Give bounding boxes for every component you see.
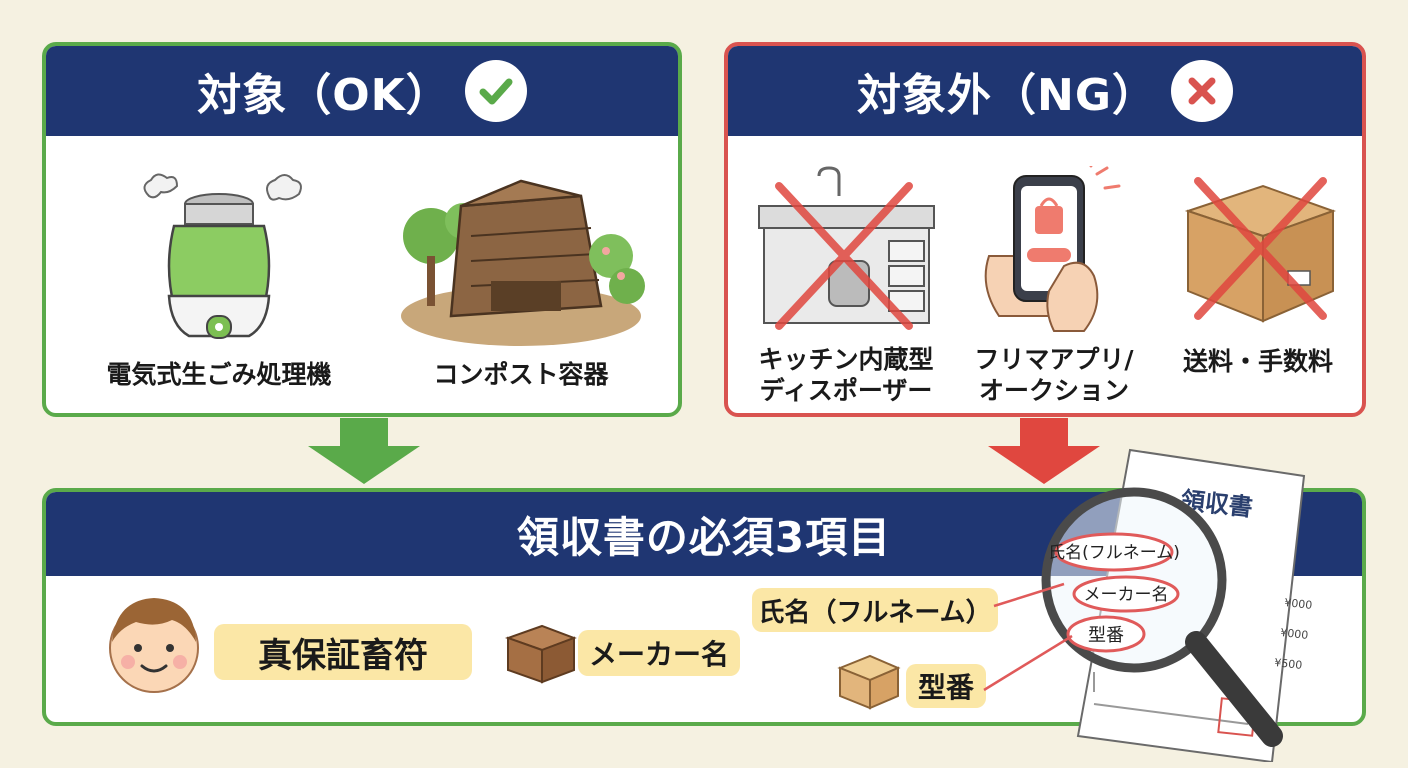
receipt-magnifier-illustration: 領収書 ¥000 ¥000 ¥500 氏名(フルネーム) メーカー名 型番 [1041, 448, 1313, 762]
receipt-field-name: 氏名(フルネーム) [1048, 543, 1180, 563]
kitchen-disposer-icon [757, 166, 935, 330]
maker-box-icon [504, 624, 577, 684]
fullname-pill: 氏名（フルネーム） [752, 588, 998, 632]
smartphone-app-icon [984, 166, 1121, 332]
model-pill: 型番 [906, 664, 986, 708]
model-box-icon [837, 654, 901, 710]
ng-header: 対象外（NG） [728, 46, 1362, 136]
ok-card: 対象（OK） 電気式生ごみ処理機 コンポスト [42, 42, 682, 417]
ng-item-app-label-1: フリマアプリ/ [974, 345, 1134, 374]
maker-pill: メーカー名 [578, 630, 740, 676]
compost-bin-icon [401, 179, 645, 346]
ng-item-disposer-label-1: キッチン内蔵型 [758, 345, 934, 374]
receipt-price-3: ¥500 [1274, 656, 1303, 672]
cardboard-box-icon [1184, 177, 1336, 323]
ng-item-app: フリマアプリ/ オークション [954, 166, 1154, 406]
guarantee-pill: 真保証畜符 [214, 624, 472, 680]
receipt-price-2: ¥000 [1280, 626, 1309, 642]
ng-item-shipping: 送料・手数料 [1160, 166, 1356, 377]
garbage-processor-icon [143, 173, 302, 339]
ok-item-processor-label: 電気式生ごみ処理機 [106, 360, 332, 389]
cross-icon [1170, 60, 1233, 122]
check-icon [464, 60, 527, 122]
receipt-price-1: ¥000 [1284, 596, 1313, 612]
ng-item-shipping-label: 送料・手数料 [1182, 347, 1333, 376]
receipt-title: 領収書の必須3項目 [516, 512, 892, 562]
ok-header: 対象（OK） [46, 46, 678, 136]
ng-item-disposer-label-2: ディスポーザー [759, 376, 933, 405]
receipt-field-model: 型番 [1088, 625, 1124, 646]
ng-down-arrow-icon [988, 418, 1100, 484]
ng-item-disposer: キッチン内蔵型 ディスポーザー [746, 166, 946, 406]
ok-item-processor: 電気式生ごみ処理機 [74, 166, 364, 390]
ok-item-compost-label: コンポスト容器 [433, 360, 609, 389]
ng-title: 対象外（NG） [857, 70, 1157, 121]
receipt-field-maker: メーカー名 [1084, 585, 1169, 605]
ok-item-compost: コンポスト容器 [376, 166, 666, 390]
ng-card: 対象外（NG） キッチン内蔵型 ディスポーザー フ [724, 42, 1366, 417]
smiling-face-icon [109, 598, 199, 693]
ok-down-arrow-icon [308, 418, 420, 484]
ng-item-app-label-2: オークション [978, 376, 1129, 405]
ok-title: 対象（OK） [197, 70, 451, 121]
